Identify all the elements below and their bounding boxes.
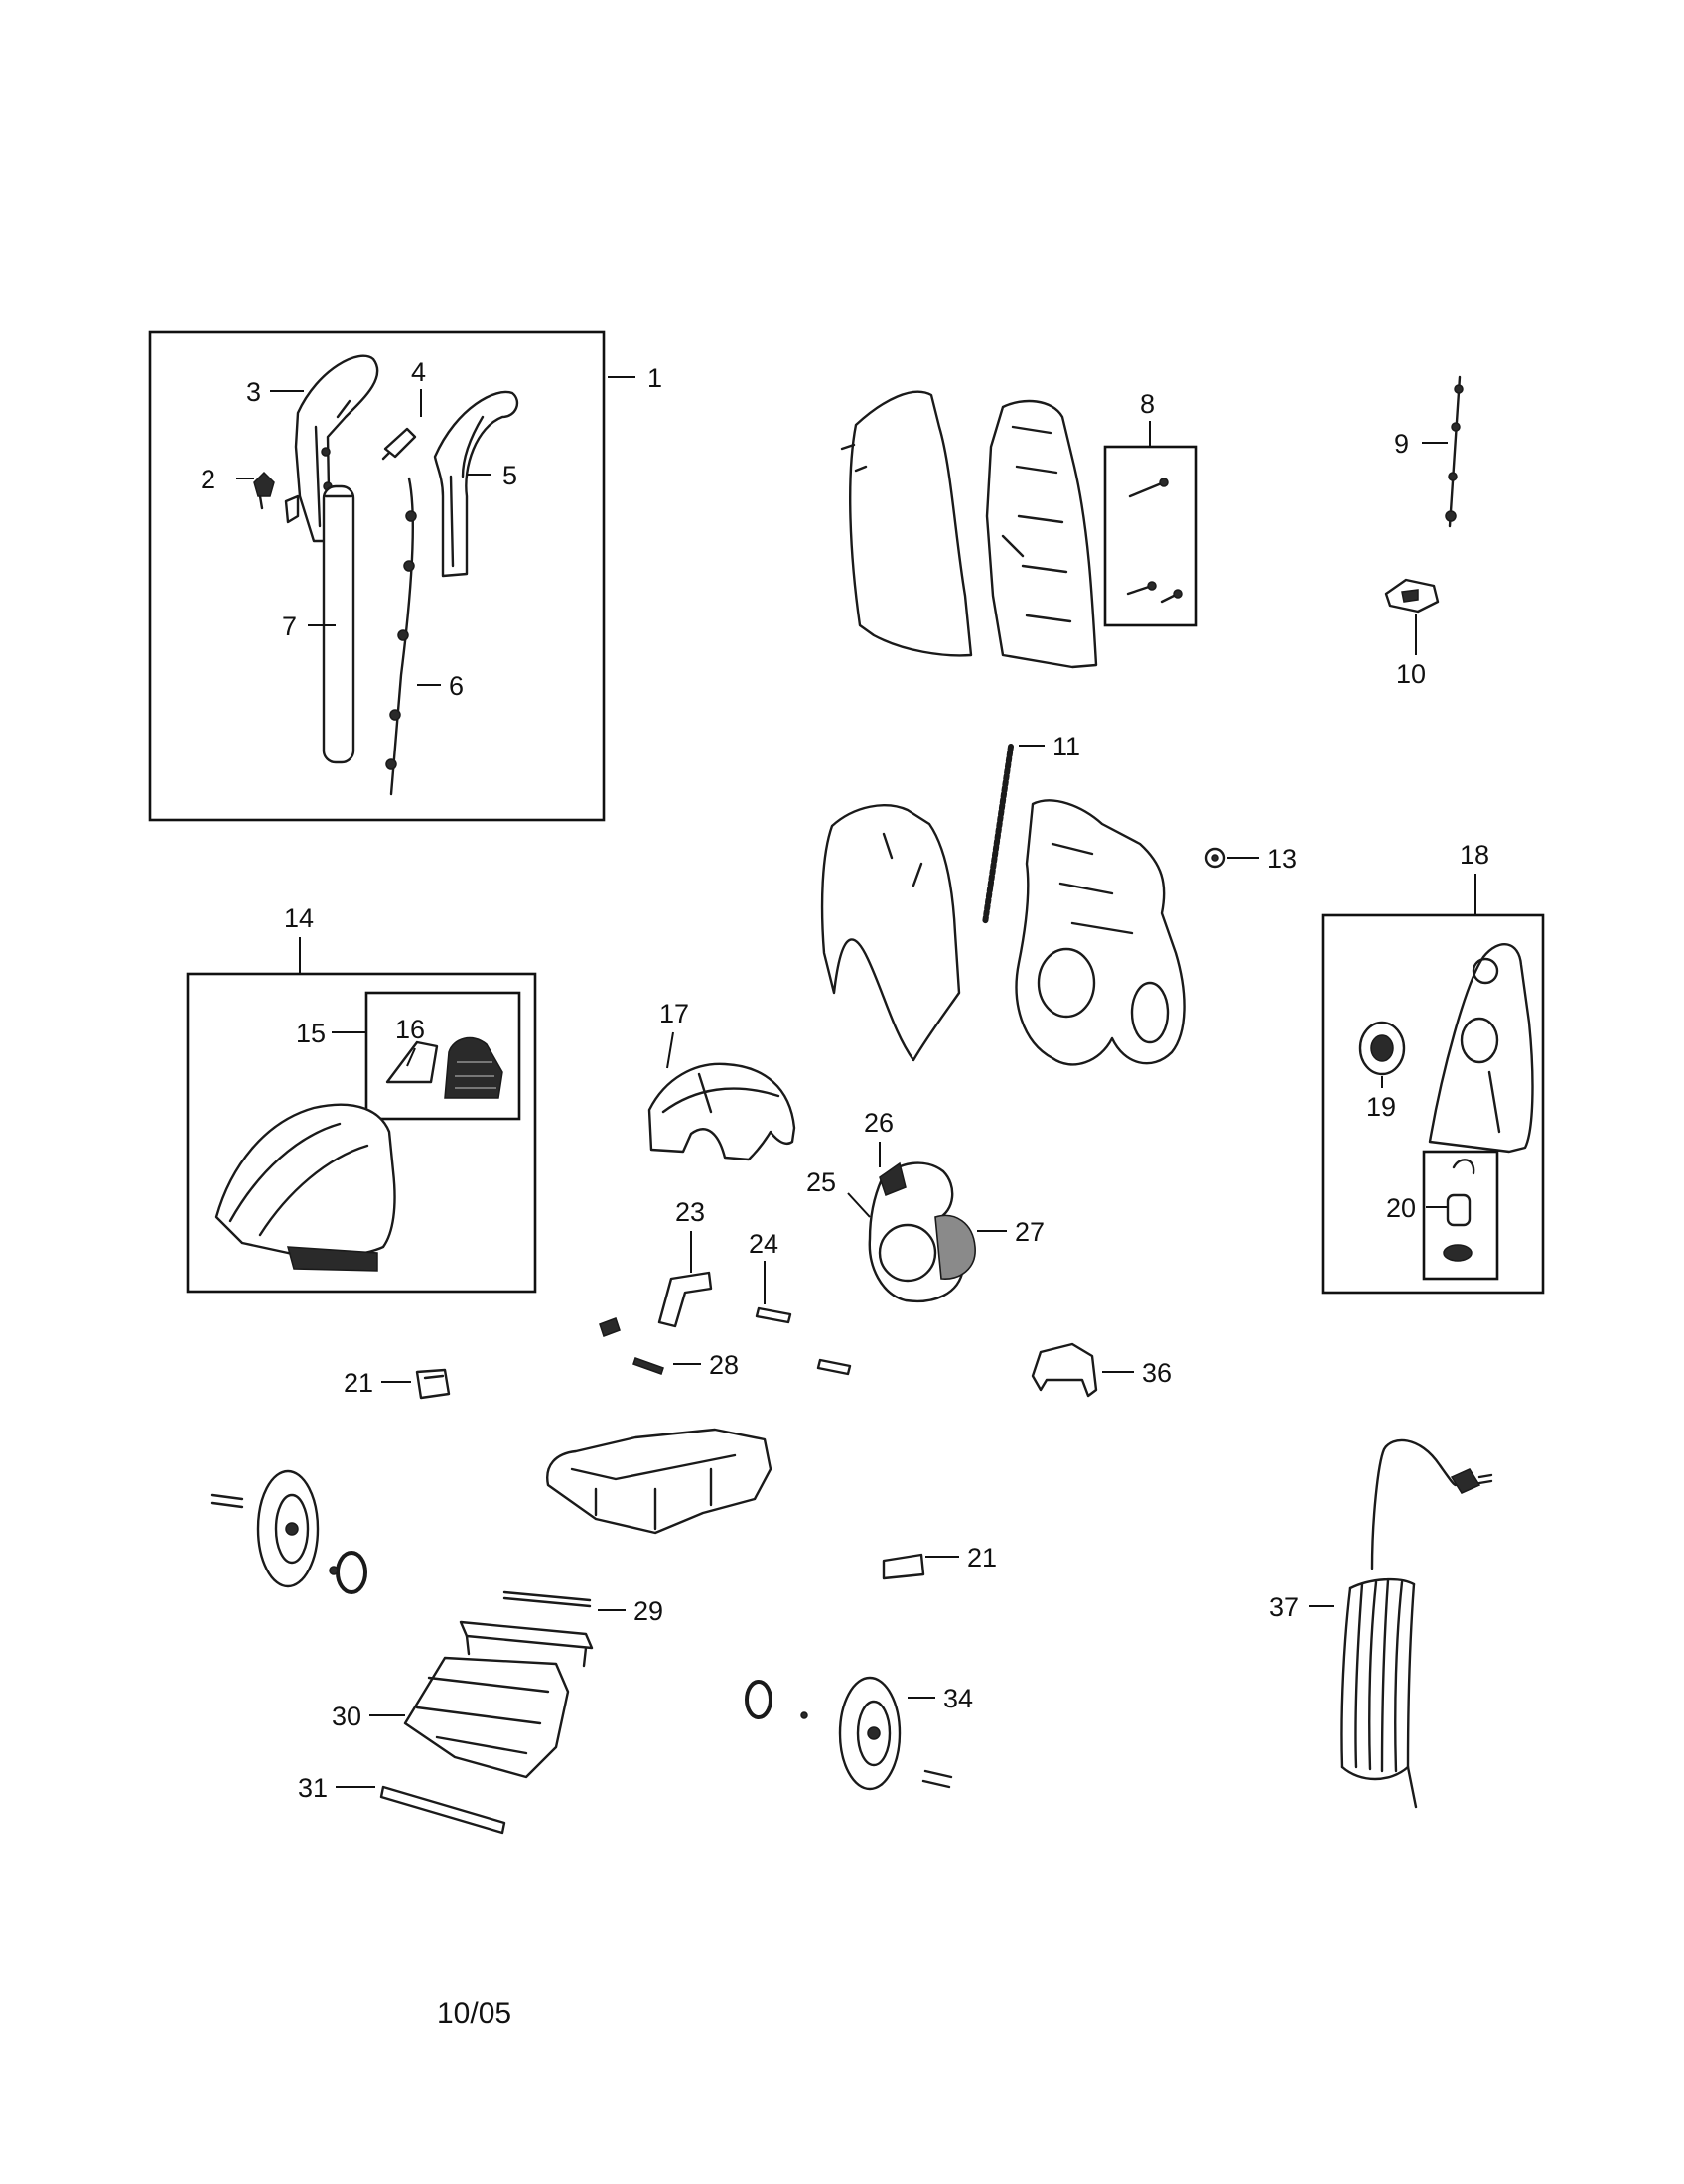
callout-21-right: 21 (967, 1543, 997, 1572)
callout-7: 7 (282, 612, 297, 641)
callout-24: 24 (749, 1229, 778, 1259)
callout-18: 18 (1460, 840, 1489, 870)
part-25-26-27-motor (868, 1161, 976, 1302)
callout-1: 1 (647, 363, 662, 393)
part-29-brush (459, 1590, 594, 1668)
callout-13: 13 (1267, 844, 1297, 874)
callout-3: 3 (246, 377, 261, 407)
callout-23: 23 (675, 1197, 705, 1227)
callout-31: 31 (298, 1773, 328, 1803)
callout-19: 19 (1366, 1092, 1396, 1122)
part-16-filter-left (385, 1040, 439, 1084)
part-28-pin (632, 1357, 664, 1375)
callout-6: 6 (449, 671, 464, 701)
callout-20: 20 (1386, 1193, 1416, 1223)
part-9-rod (1445, 375, 1464, 528)
callout-25: 25 (806, 1167, 836, 1197)
callout-5: 5 (502, 461, 517, 490)
part-5-handle-half (433, 390, 519, 578)
callout-28: 28 (709, 1350, 739, 1380)
part-37-power-cord (1340, 1438, 1493, 1809)
callout-30: 30 (332, 1702, 361, 1731)
part-19-cap (1358, 1021, 1406, 1076)
callout-16: 16 (395, 1015, 425, 1044)
part-20-valve (1443, 1159, 1475, 1262)
part-upper-body-rear (985, 399, 1098, 669)
callout-37: 37 (1269, 1592, 1299, 1622)
part-pin-small (816, 1358, 852, 1376)
callout-17: 17 (659, 999, 689, 1028)
callout-29: 29 (633, 1596, 663, 1626)
group-box-valve-20 (1422, 1150, 1499, 1281)
part-4-clip (381, 427, 417, 461)
callout-11: 11 (1052, 732, 1080, 761)
callout-34: 34 (943, 1684, 973, 1713)
callout-14: 14 (284, 903, 314, 933)
group-box-filter-15 (364, 991, 521, 1121)
part-8-screws (1126, 478, 1183, 604)
part-6-rod (385, 477, 417, 796)
part-24-pin (755, 1306, 792, 1324)
footer-date-code: 10/05 (437, 1997, 511, 2030)
callout-9: 9 (1394, 429, 1409, 459)
callout-21-left: 21 (344, 1368, 373, 1398)
callout-2: 2 (201, 465, 215, 494)
part-spring (599, 1317, 621, 1337)
part-lower-front-cover (820, 804, 961, 1062)
part-10-latch (1384, 578, 1440, 614)
group-box-screws-8 (1103, 445, 1198, 627)
part-13-nut (1204, 847, 1226, 869)
part-16-filter-right (444, 1036, 503, 1099)
part-3-handle-half (294, 354, 379, 543)
callout-10: 10 (1396, 659, 1426, 689)
part-lower-chassis-rear (1015, 799, 1186, 1066)
part-wheel-left (210, 1469, 367, 1594)
callout-8: 8 (1140, 389, 1155, 419)
part-11-rod (982, 744, 1014, 926)
callout-36: 36 (1142, 1358, 1172, 1388)
callout-27: 27 (1015, 1217, 1045, 1247)
part-30-nozzle (403, 1656, 570, 1779)
part-21-clip-left (415, 1368, 451, 1400)
callout-26: 26 (864, 1108, 894, 1138)
leader-lines (236, 376, 1476, 1788)
part-34-wheel (745, 1676, 953, 1791)
part-36-mount (1031, 1342, 1098, 1398)
group-box-tank-14 (186, 972, 537, 1294)
part-21-clip-right (882, 1553, 925, 1580)
callout-4: 4 (411, 357, 426, 387)
part-upper-cover-front (840, 390, 973, 657)
callout-15: 15 (296, 1019, 326, 1048)
part-2-trigger (253, 471, 300, 524)
part-17-cover (647, 1062, 796, 1161)
callout-labels: 1 3 4 5 2 6 7 8 9 10 11 13 14 15 16 17 1… (201, 357, 1489, 1803)
part-18-tank (1428, 943, 1534, 1154)
group-box-tank-18 (1321, 913, 1545, 1295)
part-23-bracket (657, 1271, 713, 1328)
group-box-handle-assembly (148, 330, 606, 822)
part-31-bar (379, 1785, 506, 1835)
part-base-chassis (546, 1428, 772, 1535)
part-tank (214, 1103, 396, 1272)
